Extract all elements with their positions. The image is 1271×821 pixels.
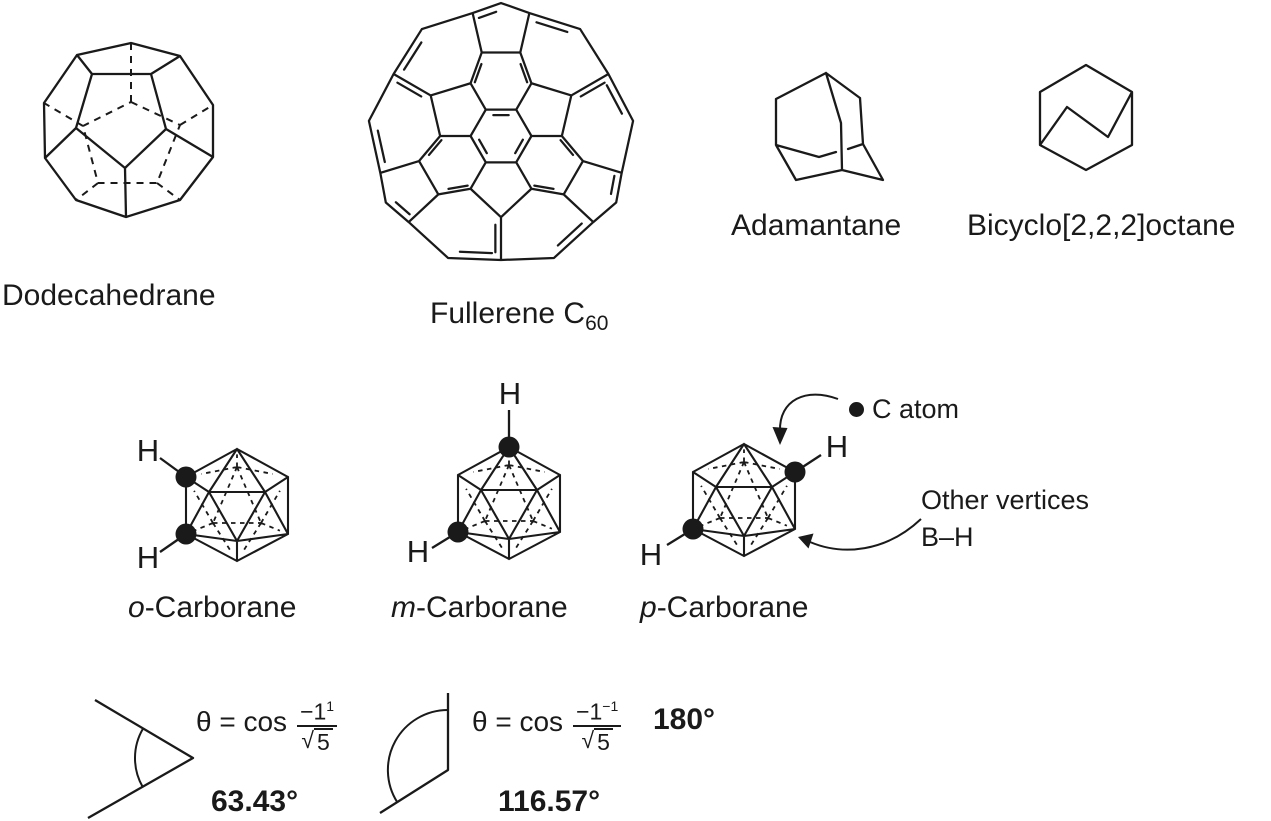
radicand: 5 [313,728,333,755]
angle-arc [133,727,144,788]
fullerene-structure [367,1,635,262]
bicyclooctane-label-text: Bicyclo[2,2,2]octane [967,209,1236,242]
acute-angle-result: 63.43° [211,785,298,819]
obtuse-formula-fraction: −1−1 √5 [573,698,622,755]
obtuse-angle-formula: θ = cos −1−1 √5 [472,698,622,755]
carbon-atom-dot [784,461,806,483]
acute-numerator-superscript: 1 [326,698,335,714]
hydrogen-label: H [640,537,662,572]
c-atom-legend: C atom [872,391,959,428]
c-atom-legend-text: C atom [872,394,960,424]
o-carborane-label: o-Carborane [128,591,296,625]
fullerene-bonds [367,1,635,262]
acute-formula-lhs: θ = cos [196,706,288,737]
dodecahedrane-label-text: Dodecahedrane [2,279,216,312]
carbon-atom-dot [498,436,520,458]
angle-arc [386,708,449,803]
obtuse-angle-result: 116.57° [498,785,600,819]
arrowhead-icon [772,427,788,445]
obtuse-angle-result-text: 116.57° [498,785,601,818]
radical-sign: √ [581,727,595,754]
p-carborane-label: p-Carborane [640,591,808,625]
obtuse-angle-figure [379,693,450,814]
acute-formula-fraction: −11 √5 [297,698,338,755]
obtuse-angle-rays [379,693,450,814]
carbon-atom-dot [447,521,469,543]
hydrogen-label: H [407,534,429,569]
bicyclooctane-structure [1038,63,1134,172]
dodecahedron-front-edges [42,41,215,219]
p-carborane-structure: H H [640,429,848,572]
m-carborane-label: m-Carborane [391,591,568,625]
adamantane-label: Adamantane [731,209,901,243]
hydrogen-label: H [826,429,848,464]
dodecahedrane-structure [42,41,215,219]
obtuse-formula-numerator: −1−1 [573,698,622,728]
obtuse-numerator-base: −1 [576,698,603,725]
fullerene-label-subscript: 60 [585,312,609,335]
o-carborane-label-prefix: o [128,591,145,624]
carbon-atom-dot [682,518,704,540]
p-carborane-label-text: -Carborane [656,591,809,624]
m-carborane-label-text: -Carborane [416,591,568,624]
carbon-atom-dot [175,523,197,545]
hydrogen-label: H [499,376,521,411]
obtuse-formula-denominator: √5 [581,727,613,755]
acute-formula-numerator: −11 [297,698,338,728]
linear-angle-value: 180° [653,703,715,737]
dodecahedron-hidden-edges [43,43,214,201]
obtuse-numerator-superscript: −1 [602,698,619,714]
acute-angle-rays [87,699,195,819]
linear-angle-value-text: 180° [653,703,716,736]
bicyclooctane-label: Bicyclo[2,2,2]octane [967,209,1236,243]
other-vertices-line1: Other vertices [921,485,1090,515]
other-vertices-line2: B–H [921,522,974,552]
acute-formula-denominator: √5 [301,727,333,755]
o-carborane-label-text: -Carborane [144,591,297,624]
o-carborane-structure: H H [137,433,290,575]
curved-arrow-c-atom [778,393,839,432]
adamantane-structure [774,71,885,182]
acute-angle-figure [87,699,195,819]
carbon-atom-dot [175,466,197,488]
radicand: 5 [594,728,613,755]
adamantane-bonds [774,71,885,182]
curved-arrow-other-vertices [809,518,922,551]
bicyclooctane-bonds [1038,63,1134,172]
c-atom-bullet-icon [849,402,864,417]
annotation-arrows [772,393,922,551]
adamantane-label-text: Adamantane [731,209,902,242]
acute-numerator-base: −1 [300,698,327,725]
fullerene-double-bonds [376,10,624,255]
fullerene-label-text: Fullerene C [430,297,586,330]
p-carborane-label-prefix: p [640,591,657,624]
arrowhead-icon [798,533,814,549]
acute-angle-result-text: 63.43° [211,785,299,818]
acute-angle-formula: θ = cos −11 √5 [196,698,338,755]
radical-sign: √ [301,727,314,754]
hydrogen-label: H [137,540,159,575]
obtuse-formula-lhs: θ = cos [472,706,564,737]
fullerene-label: Fullerene C60 [430,297,608,336]
m-carborane-label-prefix: m [391,591,416,624]
hydrogen-label: H [137,433,159,468]
dodecahedrane-label: Dodecahedrane [2,279,216,313]
m-carborane-structure: H H [407,376,562,569]
